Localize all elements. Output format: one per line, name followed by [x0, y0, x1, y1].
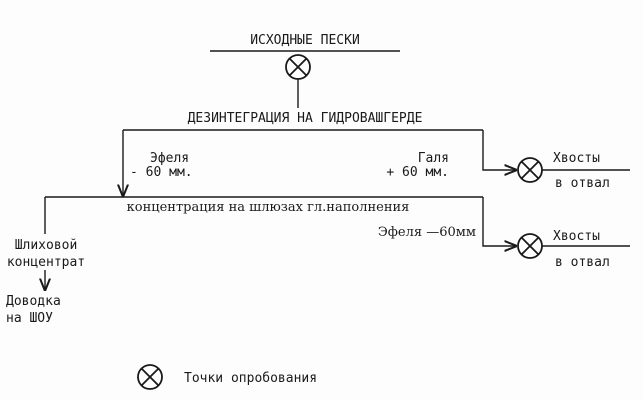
stage1-right-line1: Галя — [418, 151, 449, 166]
stage2-right-label: Эфеля —60мм — [378, 225, 476, 240]
concentrate-line1: Шлиховой — [15, 238, 78, 253]
legend-label: Точки опробования — [184, 371, 317, 386]
stage1-tailings-arrow — [482, 130, 517, 170]
stage2-tailings-line2: в отвал — [555, 255, 610, 270]
sampling-point-icon — [285, 54, 311, 80]
final-line2: на ШОУ — [6, 311, 53, 326]
stage1-left-line1: Эфеля — [150, 151, 189, 166]
sampling-point-icon — [517, 233, 543, 259]
legend-sampling-point-icon — [137, 364, 163, 390]
stage1-tailings-line2: в отвал — [555, 176, 610, 191]
stage2-label: концентрация на шлюзах гл.наполнения — [127, 200, 410, 215]
title-label: ИСХОДНЫЕ ПЕСКИ — [250, 33, 360, 48]
stage2-tailings-line1: Хвосты — [553, 229, 600, 244]
final-line1: Доводка — [6, 294, 61, 309]
stage1-tailings-line1: Хвосты — [553, 151, 600, 166]
sampling-point-icon — [517, 157, 543, 183]
stage1-label: ДЕЗИНТЕГРАЦИЯ НА ГИДРОВАШГЕРДЕ — [188, 111, 423, 126]
stage1-left-line2: - 60 мм. — [130, 165, 193, 180]
stage1-right-line2: + 60 мм. — [386, 165, 449, 180]
concentrate-line2: концентрат — [7, 255, 85, 270]
stage2-tailings-arrow — [482, 197, 517, 246]
